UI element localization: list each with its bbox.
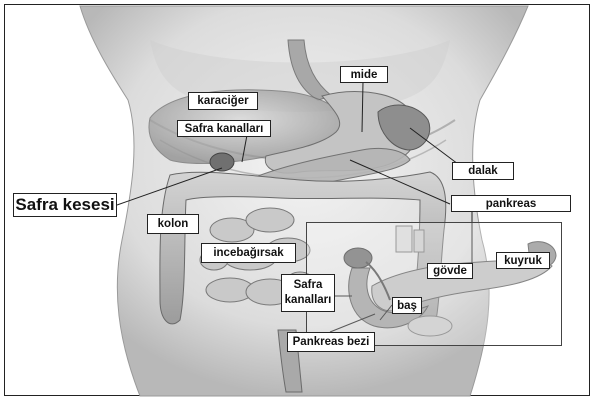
label-safra-kanallari-inset: Safra kanalları <box>281 274 335 312</box>
label-safra-kanallari-top: Safra kanalları <box>177 120 271 137</box>
label-bas: baş <box>392 297 422 314</box>
label-safra-kesesi: Safra kesesi <box>13 193 117 217</box>
label-incebagirsak: incebağırsak <box>201 243 296 263</box>
label-mide: mide <box>340 66 388 83</box>
label-kolon: kolon <box>147 214 199 234</box>
label-dalak: dalak <box>452 162 514 180</box>
pancreas-inset-frame <box>306 222 562 346</box>
label-karaciger: karaciğer <box>188 92 258 110</box>
label-pankreas: pankreas <box>451 195 571 212</box>
label-pankreas-bezi: Pankreas bezi <box>287 332 375 352</box>
label-kuyruk: kuyruk <box>496 252 550 269</box>
label-govde: gövde <box>427 263 473 279</box>
